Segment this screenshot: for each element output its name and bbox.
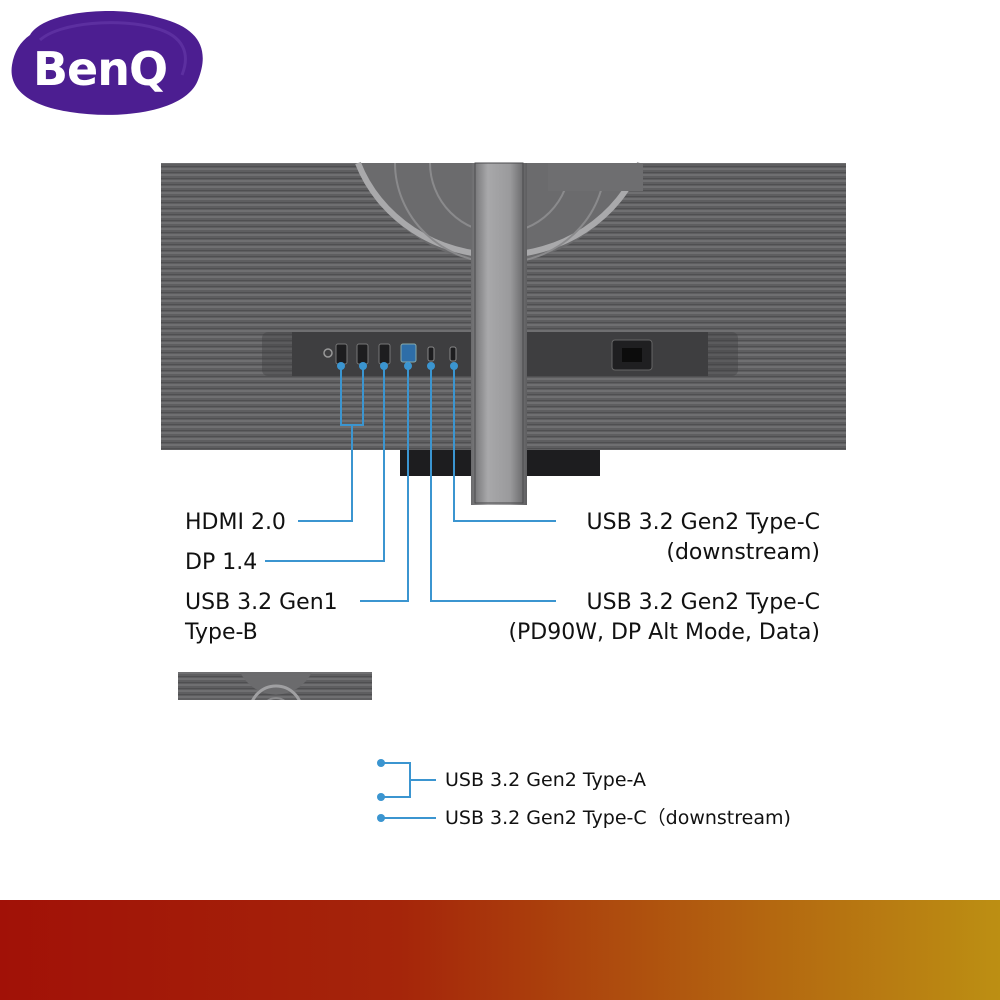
usb-c-pd-port: [427, 346, 435, 362]
benq-logo: BenQ: [0, 0, 215, 125]
label-usb-b: USB 3.2 Gen1 Type-B: [185, 588, 338, 648]
usb-c-down-callout-line: [453, 366, 556, 522]
label-usb-c-down-line-1: USB 3.2 Gen2 Type-C: [586, 510, 820, 535]
label-usb-a: USB 3.2 Gen2 Type-A: [445, 767, 646, 793]
label-dp: DP 1.4: [185, 548, 257, 578]
monitor-overview-image: [178, 672, 372, 700]
label-usb-c-down: USB 3.2 Gen2 Type-C (downstream): [540, 508, 820, 568]
stand-neck: [471, 163, 527, 505]
label-usb-b-line-1: USB 3.2 Gen1: [185, 590, 338, 615]
label-usb-c-pd-line-1: USB 3.2 Gen2 Type-C: [586, 590, 820, 615]
logo-wordmark: BenQ: [33, 42, 168, 96]
usb-c-pd-callout-line: [430, 366, 556, 602]
hdmi-callout-line: [298, 366, 364, 522]
label-usb-c-pd-line-2: (PD90W, DP Alt Mode, Data): [508, 620, 820, 645]
label-usb-c-side-line-1: USB 3.2 Gen2 Type-C（downstream): [445, 807, 791, 829]
usb-b-callout-line: [360, 366, 409, 602]
label-usb-c-pd: USB 3.2 Gen2 Type-C (PD90W, DP Alt Mode,…: [470, 588, 820, 648]
label-dp-line-1: DP 1.4: [185, 550, 258, 575]
usb-a-callout-line: [381, 762, 436, 798]
usb-b-port: [400, 343, 417, 363]
label-hdmi-line-1: HDMI 2.0: [185, 510, 286, 535]
label-hdmi: HDMI 2.0: [185, 508, 286, 538]
callout-lines: [265, 362, 556, 822]
label-usb-c-down-line-2: (downstream): [666, 540, 820, 565]
footer-gradient-band: [0, 900, 1000, 1000]
dp-callout-line: [265, 366, 385, 562]
label-usb-c-side: USB 3.2 Gen2 Type-C（downstream): [445, 805, 791, 831]
label-usb-a-line-1: USB 3.2 Gen2 Type-A: [445, 769, 646, 791]
usb-c-down-port: [449, 346, 457, 362]
label-usb-b-line-2: Type-B: [185, 620, 258, 645]
logo-blob-shape: [11, 11, 203, 115]
